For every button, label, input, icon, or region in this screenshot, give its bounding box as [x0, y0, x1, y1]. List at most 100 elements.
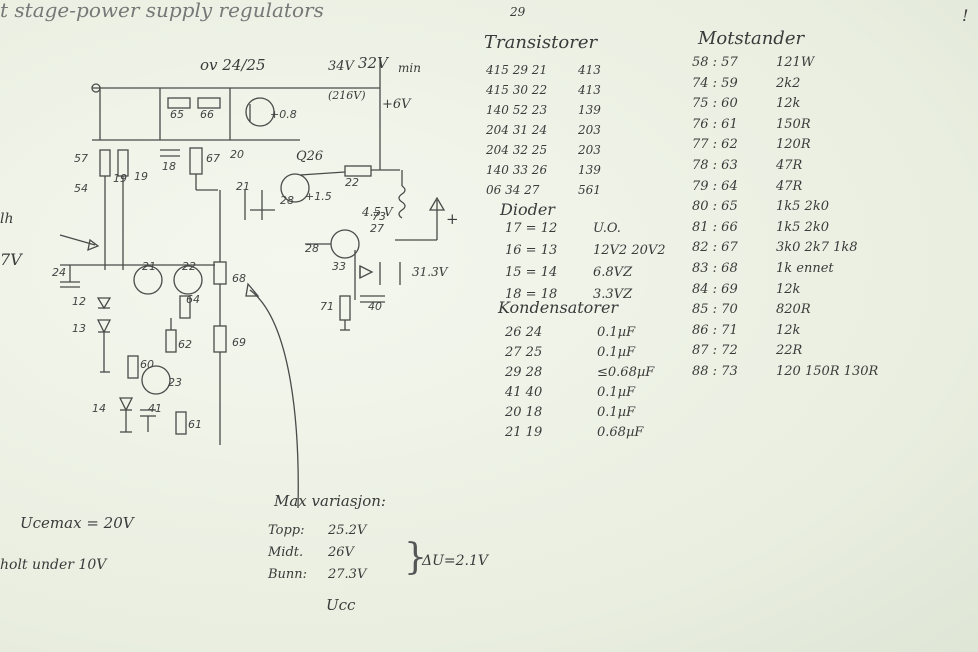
motstander-row-value: 22R	[776, 343, 803, 359]
max_variation-row-code: Bunn:	[268, 567, 308, 582]
motstander-row-code: 76 : 61	[692, 116, 738, 132]
max_variation-row-value: 27.3V	[328, 567, 367, 582]
transistorer-row-value: 413	[578, 83, 601, 97]
motstander-row-value: 121W	[776, 55, 815, 70]
svg-text:22: 22	[345, 176, 359, 189]
motstander-row-code: 79 : 64	[692, 178, 738, 194]
kondensatorer-row-code: 26 24	[505, 325, 543, 340]
motstander-row-value: 12k	[776, 96, 801, 112]
kondensatorer-row-value: 0.68µF	[597, 425, 644, 440]
motstander-row-code: 77 : 62	[692, 137, 738, 153]
svg-text:+0.8: +0.8	[270, 108, 297, 121]
kondensatorer-row-value: 0.1µF	[597, 325, 636, 340]
svg-text:12: 12	[72, 295, 86, 308]
transistorer-row-code: 415 30 22	[486, 83, 548, 97]
kondensatorer-row-code: 41 40	[505, 385, 543, 400]
transistorer-row-code: 204 32 25	[486, 143, 548, 157]
transistorer-row-code: 06 34 27	[486, 183, 540, 197]
label-plus: +	[446, 210, 459, 228]
kondensatorer-row-value: ≤0.68µF	[597, 365, 655, 380]
uce-max-note: Ucemax = 20V	[20, 514, 134, 532]
kondensatorer-row-code: 29 28	[505, 365, 543, 380]
transistorer-row-value: 203	[578, 123, 601, 137]
svg-text:21: 21	[236, 180, 250, 193]
transistorer-row-code: 415 29 21	[486, 63, 548, 77]
kondensatorer-title: Kondensatorer	[498, 298, 619, 317]
dioder-row-value: 3.3VZ	[593, 287, 633, 302]
motstander-row-code: 85 : 70	[692, 302, 738, 318]
svg-text:28: 28	[305, 242, 319, 255]
svg-text:67: 67	[206, 152, 220, 165]
svg-text:40: 40	[368, 300, 382, 313]
svg-text:18: 18	[162, 160, 176, 173]
motstander-row-code: 82 : 67	[692, 240, 738, 256]
max_variation-row-value: 26V	[328, 545, 354, 560]
motstander-row-value: 1k ennet	[776, 261, 834, 276]
svg-text:64: 64	[186, 293, 200, 306]
motstander-row-code: 87 : 72	[692, 343, 738, 359]
motstander-row-value: 47R	[776, 158, 803, 173]
motstander-row-value: 47R	[776, 178, 803, 194]
header-note: t stage-power supply regulators	[0, 0, 324, 22]
svg-text:54: 54	[74, 182, 88, 195]
under-note: holt under 10V	[0, 557, 107, 573]
svg-text:27: 27	[370, 222, 384, 235]
svg-text:20: 20	[230, 148, 244, 161]
svg-text:14: 14	[92, 402, 106, 415]
motstander-row-code: 74 : 59	[692, 75, 738, 91]
dioder-row-code: 16 = 13	[505, 243, 558, 258]
kondensatorer-row-value: 0.1µF	[597, 345, 636, 360]
motstander-row-value: 12k	[776, 281, 801, 297]
dioder-row-code: 17 = 12	[505, 221, 558, 236]
svg-text:68: 68	[232, 272, 246, 285]
svg-text:28: 28	[280, 194, 294, 207]
svg-text:57: 57	[74, 152, 88, 165]
transistorer-row-code: 204 31 24	[486, 123, 548, 137]
dioder-row-code: 15 = 14	[505, 265, 558, 280]
max_variation-row-value: 25.2V	[328, 523, 367, 538]
label-v16: (216V)	[328, 89, 366, 102]
transistorer-row-value: 413	[578, 63, 601, 77]
motstander-row-code: 75 : 60	[692, 96, 738, 112]
svg-text:65: 65	[170, 108, 184, 121]
motstander-row-code: 58 : 57	[692, 55, 738, 70]
transistorer-title: Transistorer	[484, 32, 598, 53]
svg-text:62: 62	[178, 338, 192, 351]
svg-text:+1.5: +1.5	[305, 190, 332, 203]
corner-mark: !	[962, 6, 969, 25]
motstander-row-value: 1k5 2k0	[776, 219, 829, 235]
motstander-row-value: 820R	[776, 302, 811, 318]
max_variation-row-code: Topp:	[268, 523, 305, 538]
motstander-title: Motstander	[698, 28, 805, 49]
motstander-row-code: 84 : 69	[692, 281, 738, 297]
motstander-row-code: 86 : 71	[692, 322, 738, 338]
svg-text:22: 22	[182, 260, 196, 273]
svg-text:69: 69	[232, 336, 246, 349]
transistorer-row-value: 139	[578, 163, 601, 177]
label-45: 4.5	[362, 205, 382, 219]
transistorer-row-code: 140 33 26	[486, 163, 548, 177]
dioder-title: Dioder	[500, 200, 555, 219]
svg-text:13: 13	[72, 322, 86, 335]
label-lh: lh	[0, 211, 14, 227]
svg-text:66: 66	[200, 108, 214, 121]
motstander-row-value: 12k	[776, 322, 801, 338]
dioder-row-code: 18 = 18	[505, 287, 558, 302]
motstander-row-code: 83 : 68	[692, 261, 738, 276]
svg-text:60: 60	[140, 358, 154, 371]
max-variation-title: Max variasjon:	[274, 492, 386, 510]
label-v32: 32V	[358, 54, 388, 72]
motstander-row-code: 80 : 65	[692, 199, 738, 215]
kondensatorer-row-code: 21 19	[505, 425, 543, 440]
motstander-row-value: 150R	[776, 116, 811, 132]
transistorer-row-code: 140 52 23	[486, 103, 548, 117]
svg-text:61: 61	[188, 418, 202, 431]
label-v24: ov 24/25	[200, 56, 266, 74]
svg-text:33: 33	[332, 260, 346, 273]
motstander-row-code: 88 : 73	[692, 364, 738, 379]
ucc-label: Ucc	[326, 596, 356, 614]
svg-text:19: 19	[134, 170, 148, 183]
label-vmin: min	[398, 61, 421, 75]
